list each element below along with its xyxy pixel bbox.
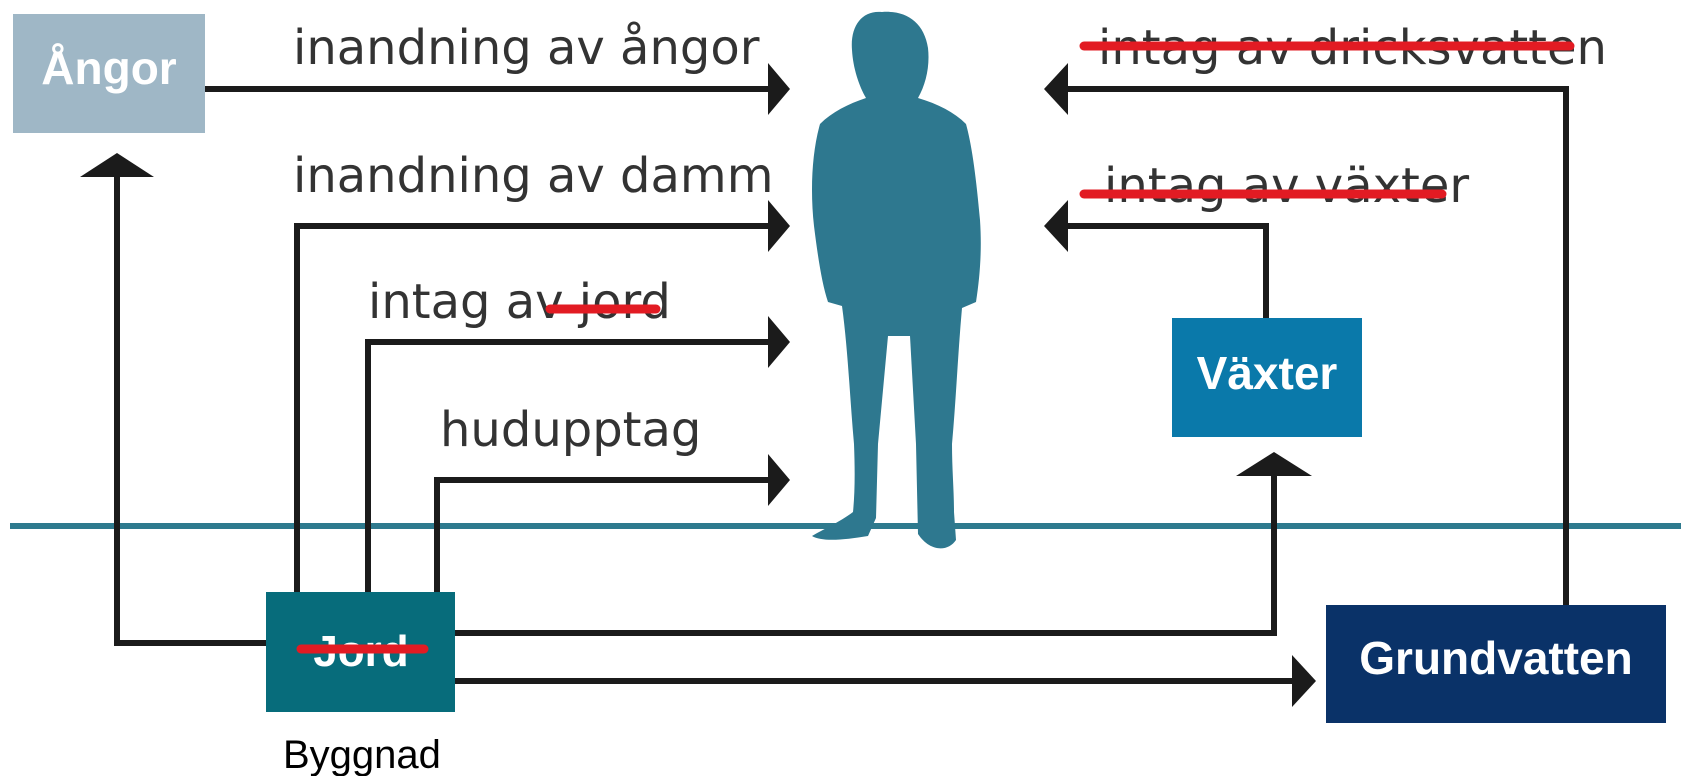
arrowhead-soil-intake bbox=[768, 316, 790, 368]
box-grundvatten: Grundvatten bbox=[1326, 605, 1666, 723]
arrow-soil-to-vapor bbox=[114, 175, 266, 646]
box-vaxter: Växter bbox=[1172, 318, 1362, 437]
arrowhead-soil-to-groundwater bbox=[1292, 655, 1316, 707]
building-caption: Byggnad bbox=[283, 733, 441, 776]
arrow-dust-inhalation bbox=[294, 223, 770, 592]
box-jord: Jord bbox=[266, 592, 455, 712]
person-silhouette-icon bbox=[812, 11, 981, 549]
arrowhead-skin-uptake bbox=[768, 454, 790, 506]
box-grundvatten-label: Grundvatten bbox=[1359, 632, 1632, 684]
label-plant-intake: intag av växter bbox=[1104, 158, 1469, 214]
arrowhead-soil-to-vapor bbox=[80, 153, 154, 177]
label-soil-intake-struck: jord bbox=[578, 274, 671, 330]
box-angor: Ångor bbox=[13, 14, 205, 133]
box-angor-label: Ångor bbox=[41, 42, 177, 94]
label-skin-uptake: hudupptag bbox=[440, 402, 701, 458]
label-inhalation-vapor: inandning av ångor bbox=[293, 20, 760, 76]
arrowhead-vapor bbox=[768, 63, 790, 115]
arrow-drinking-water bbox=[1068, 86, 1569, 605]
arrowhead-plant-intake bbox=[1044, 200, 1068, 252]
arrow-soil-to-plants bbox=[455, 470, 1277, 636]
arrow-skin-uptake bbox=[434, 477, 770, 592]
label-inhalation-dust: inandning av damm bbox=[293, 148, 773, 204]
label-soil-intake: intag av jord bbox=[368, 274, 671, 330]
label-soil-intake-prefix: intag av bbox=[368, 274, 579, 330]
arrowhead-dust bbox=[768, 200, 790, 252]
pathway-arrows bbox=[80, 63, 1569, 707]
arrowhead-drinking-water bbox=[1044, 63, 1068, 115]
arrow-plant-intake bbox=[1068, 223, 1269, 318]
arrow-soil-intake bbox=[365, 339, 770, 592]
arrowhead-soil-to-plants bbox=[1236, 452, 1312, 476]
box-vaxter-label: Växter bbox=[1197, 347, 1338, 399]
